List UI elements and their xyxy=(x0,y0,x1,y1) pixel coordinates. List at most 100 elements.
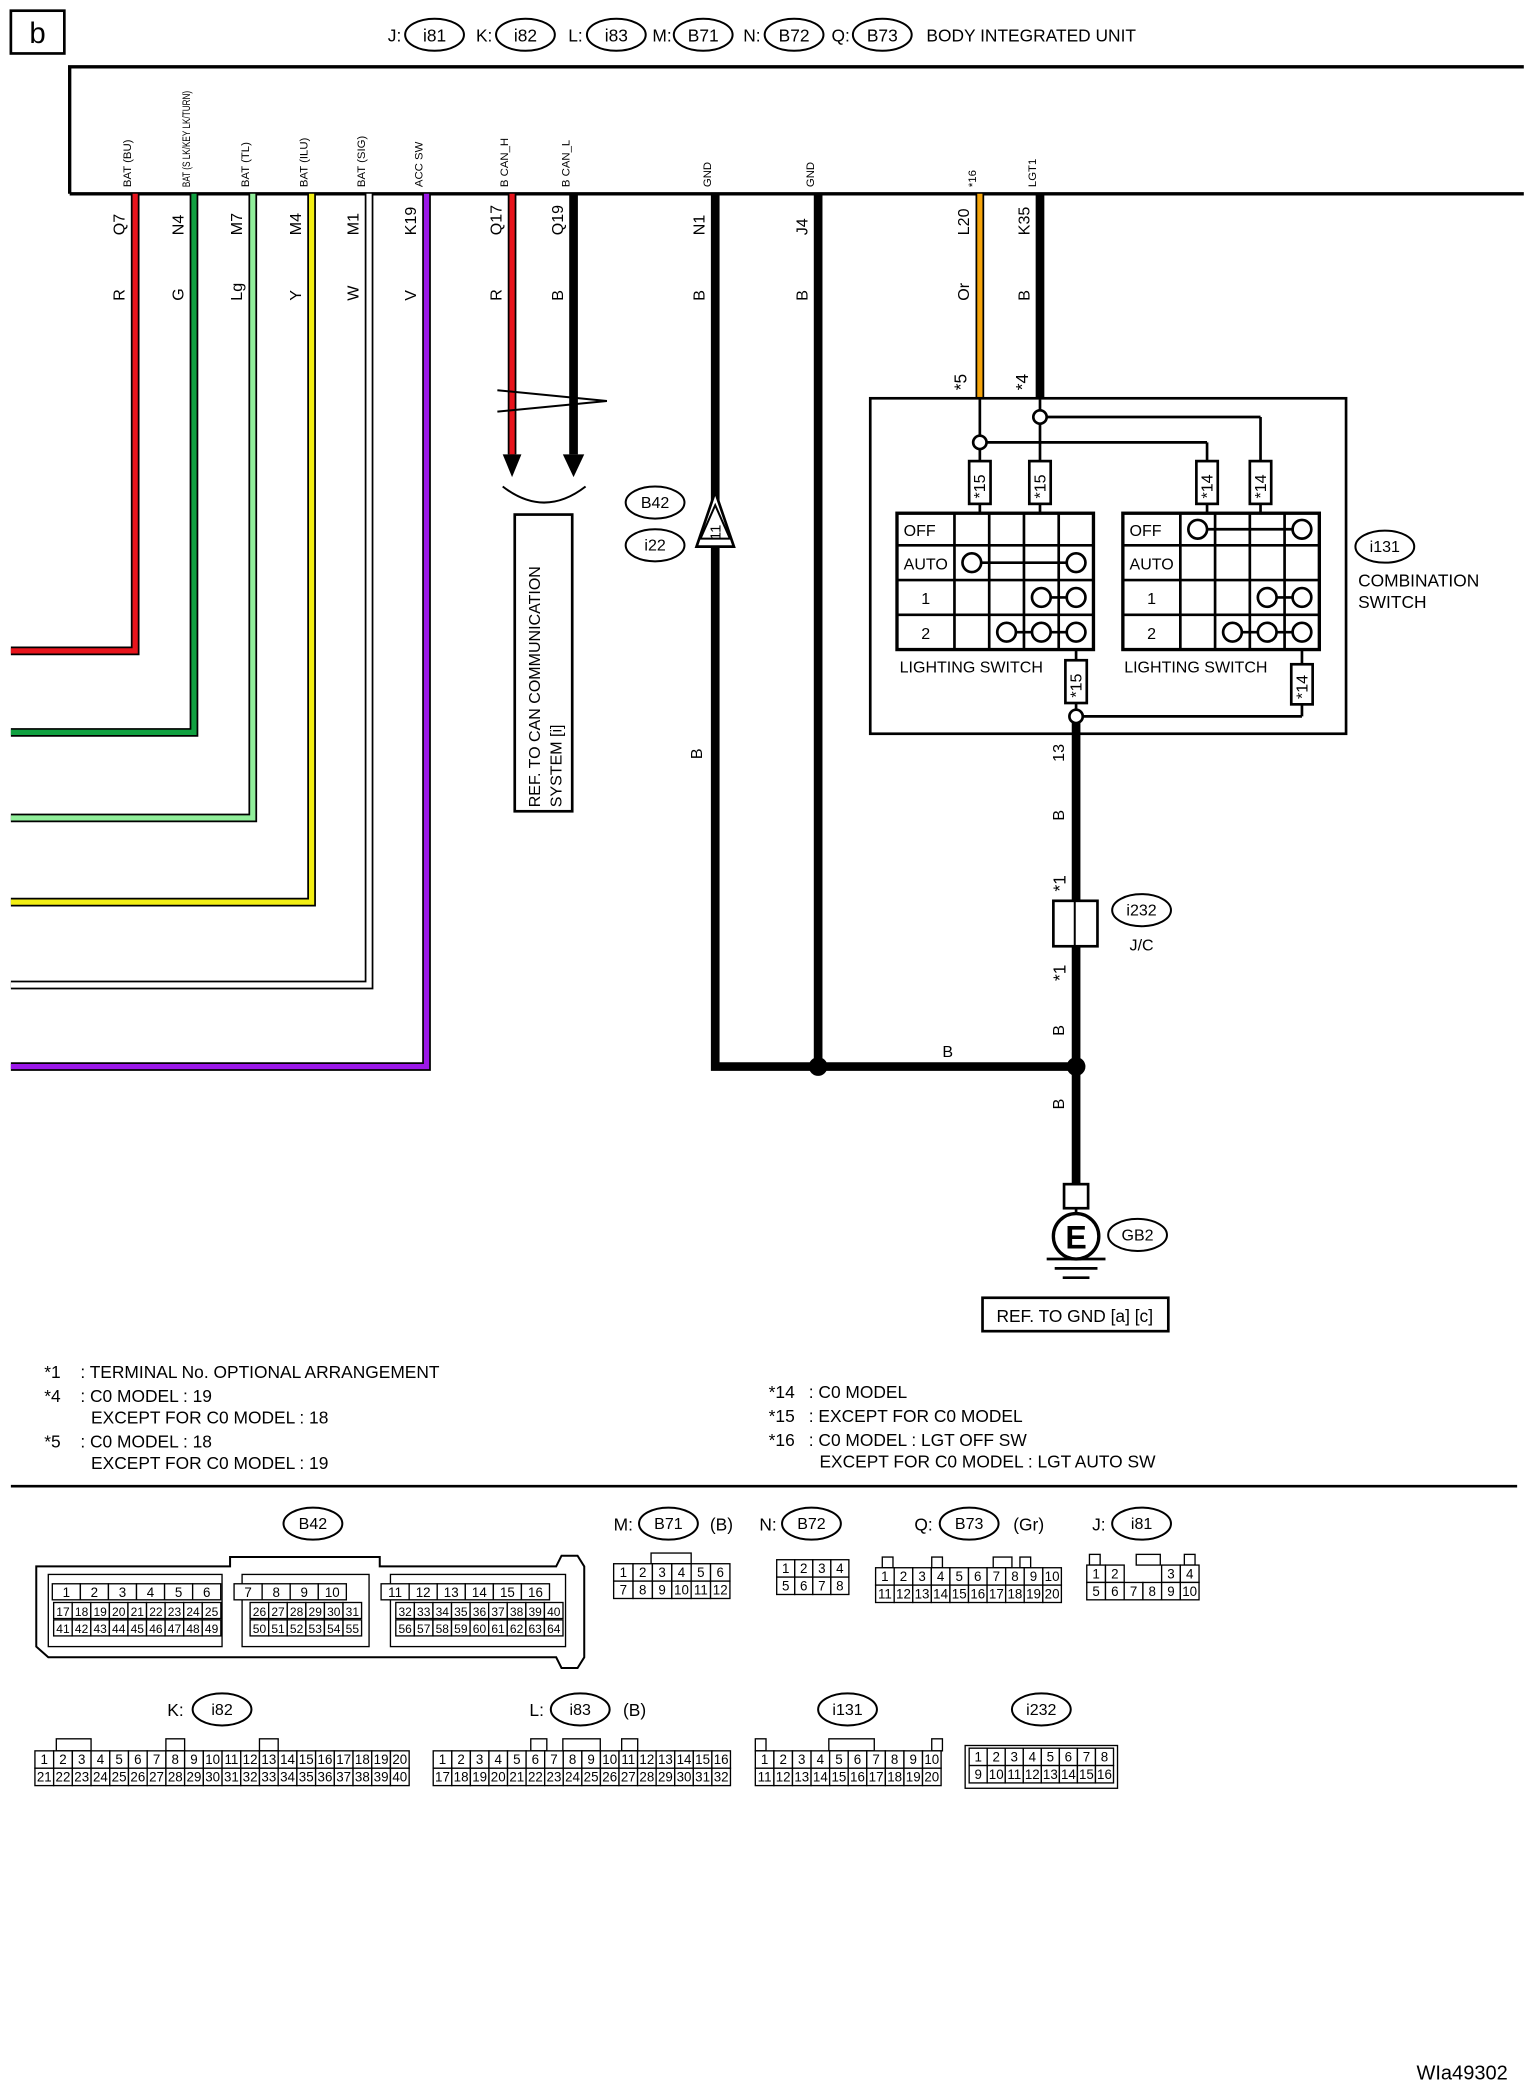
conn-b42-pin: 42 xyxy=(75,1622,89,1636)
conn-i82-pin: 14 xyxy=(280,1752,295,1767)
conn-b42-pin: 15 xyxy=(500,1585,515,1600)
switch-position-OFF: OFF xyxy=(1130,522,1162,540)
color-code-M4: Y xyxy=(287,290,305,301)
conn-i81-pin: 5 xyxy=(1092,1584,1099,1599)
conn-b42-pin: 46 xyxy=(149,1622,163,1636)
wire-label-Q17: B CAN_H xyxy=(499,138,511,187)
conn-i82-pin: 30 xyxy=(205,1770,220,1785)
conn-i131-key xyxy=(828,1738,875,1752)
color-code-N1: B xyxy=(691,290,709,301)
conn-i81-pin: 2 xyxy=(1111,1566,1118,1581)
terminal-N4: N4 xyxy=(169,215,187,236)
conn-i83-pin: 6 xyxy=(532,1752,539,1767)
switch-entry-left: *5 xyxy=(950,374,970,390)
wire-label-Q19: B CAN_L xyxy=(561,140,573,187)
header-connector-B72: B72 xyxy=(779,25,810,45)
terminal-Q17: Q17 xyxy=(487,205,505,235)
conn-i131-pin: 17 xyxy=(869,1770,884,1785)
conn-i82-key xyxy=(165,1738,186,1752)
conn-b71-pin: 5 xyxy=(697,1565,704,1580)
conn-b42-pin: 8 xyxy=(272,1585,279,1600)
switch-contact xyxy=(995,621,1018,643)
conn-b73-pin: 14 xyxy=(933,1586,948,1601)
conn-b42-block xyxy=(389,1573,567,1648)
conn-b42-pin: 33 xyxy=(417,1605,431,1619)
header-prefix-B72: N: xyxy=(743,25,760,45)
conn-i82-pin: 16 xyxy=(318,1752,333,1767)
conn-i131-pin: 3 xyxy=(798,1752,805,1767)
conn-b73-pin: 12 xyxy=(896,1586,911,1601)
lighting-switch-grid-left xyxy=(895,511,1096,652)
conn-i82-pin: 19 xyxy=(374,1752,389,1767)
jc-label: J/C xyxy=(1130,936,1154,954)
conn-b42-pin: 22 xyxy=(149,1605,163,1619)
terminal-Q7: Q7 xyxy=(110,214,128,235)
conn-b71-pin: 1 xyxy=(620,1565,627,1580)
switch-position-1: 1 xyxy=(1147,590,1156,608)
conn-b71-id: B71 xyxy=(654,1515,683,1533)
notes: *1: TERMINAL No. OPTIONAL ARRANGEMENT*4:… xyxy=(44,1362,1156,1473)
conn-i232-pin: 16 xyxy=(1097,1767,1112,1782)
conn-b72-pin: 8 xyxy=(836,1578,843,1593)
conn-b71-id-oval xyxy=(638,1506,699,1541)
conn-i83-pin: 2 xyxy=(457,1752,464,1767)
conn-i83-pin: 30 xyxy=(677,1770,692,1785)
conn-b42-pin: 2 xyxy=(91,1585,98,1600)
note-mark-*15: *15 xyxy=(769,1406,795,1426)
conn-i81-id: i81 xyxy=(1131,1515,1152,1533)
ground-terminal xyxy=(1062,1182,1090,1210)
conn-i82-pin: 3 xyxy=(78,1752,85,1767)
conn-b42-pin: 30 xyxy=(327,1605,341,1619)
conn-i82-pin: 9 xyxy=(190,1752,197,1767)
i22-label: i22 xyxy=(644,537,665,555)
conn-i232-pin: 14 xyxy=(1061,1767,1076,1782)
conn-b42-cell xyxy=(543,1619,564,1637)
conn-i83-pin: 25 xyxy=(584,1770,599,1785)
conn-i83-key xyxy=(562,1738,601,1752)
gnd-ref-box xyxy=(981,1296,1170,1333)
conn-i82-pin: 34 xyxy=(280,1770,295,1785)
conn-b42-pin: 27 xyxy=(271,1605,285,1619)
conn-b42-pin: 43 xyxy=(93,1622,107,1636)
b42-junction: B42 i22 xyxy=(624,485,686,563)
conn-b73-pin: 13 xyxy=(915,1586,930,1601)
conn-b42-pin: 32 xyxy=(398,1605,412,1619)
switch-contact xyxy=(1030,621,1053,643)
conn-i232-pin: 6 xyxy=(1065,1750,1072,1765)
conn-b42-pin: 12 xyxy=(416,1585,431,1600)
conn-b73-pin: 4 xyxy=(937,1569,945,1584)
pin-13: 13 xyxy=(1050,744,1068,762)
conn-b42-pin: 1 xyxy=(63,1585,70,1600)
conn-i131-pin: 13 xyxy=(794,1770,809,1785)
ground-symbol: E xyxy=(1065,1219,1086,1255)
color-code-K35: B xyxy=(1015,290,1033,301)
switch-contact xyxy=(1291,586,1313,609)
conn-b42-pin: 56 xyxy=(398,1622,412,1636)
can-h-arrow xyxy=(502,454,522,478)
conn-i83-pin: 13 xyxy=(658,1752,673,1767)
conn-i82-pin: 10 xyxy=(205,1752,220,1767)
header-connector-oval-i83 xyxy=(585,17,647,52)
conn-b42-pin: 35 xyxy=(454,1605,468,1619)
conn-i232-pin: 5 xyxy=(1047,1750,1054,1765)
header-connector-i83: i83 xyxy=(605,25,628,45)
conn-i83-pin: 17 xyxy=(435,1770,450,1785)
conn-b42-pin: 36 xyxy=(473,1605,487,1619)
wire-label-L20: *16 xyxy=(967,170,979,187)
conn-b42-pin: 44 xyxy=(112,1622,126,1636)
conn-i82-pin: 27 xyxy=(149,1770,164,1785)
wire-M7 xyxy=(10,193,256,821)
conn-i232-id-oval xyxy=(1010,1692,1072,1727)
conn-i82-pin: 18 xyxy=(355,1752,370,1767)
conn-i83-prefix: L: xyxy=(529,1700,543,1720)
conn-i83-pin: 16 xyxy=(714,1752,729,1767)
conn-b73-key xyxy=(931,1556,944,1569)
conn-i81-pin: 7 xyxy=(1130,1584,1137,1599)
header-prefix-i82: K: xyxy=(476,25,492,45)
conn-b42-pin: 60 xyxy=(473,1622,487,1636)
conn-b42-pin: 11 xyxy=(388,1585,402,1600)
conn-b42-pin: 53 xyxy=(309,1622,323,1636)
conn-i82-key xyxy=(55,1738,92,1752)
